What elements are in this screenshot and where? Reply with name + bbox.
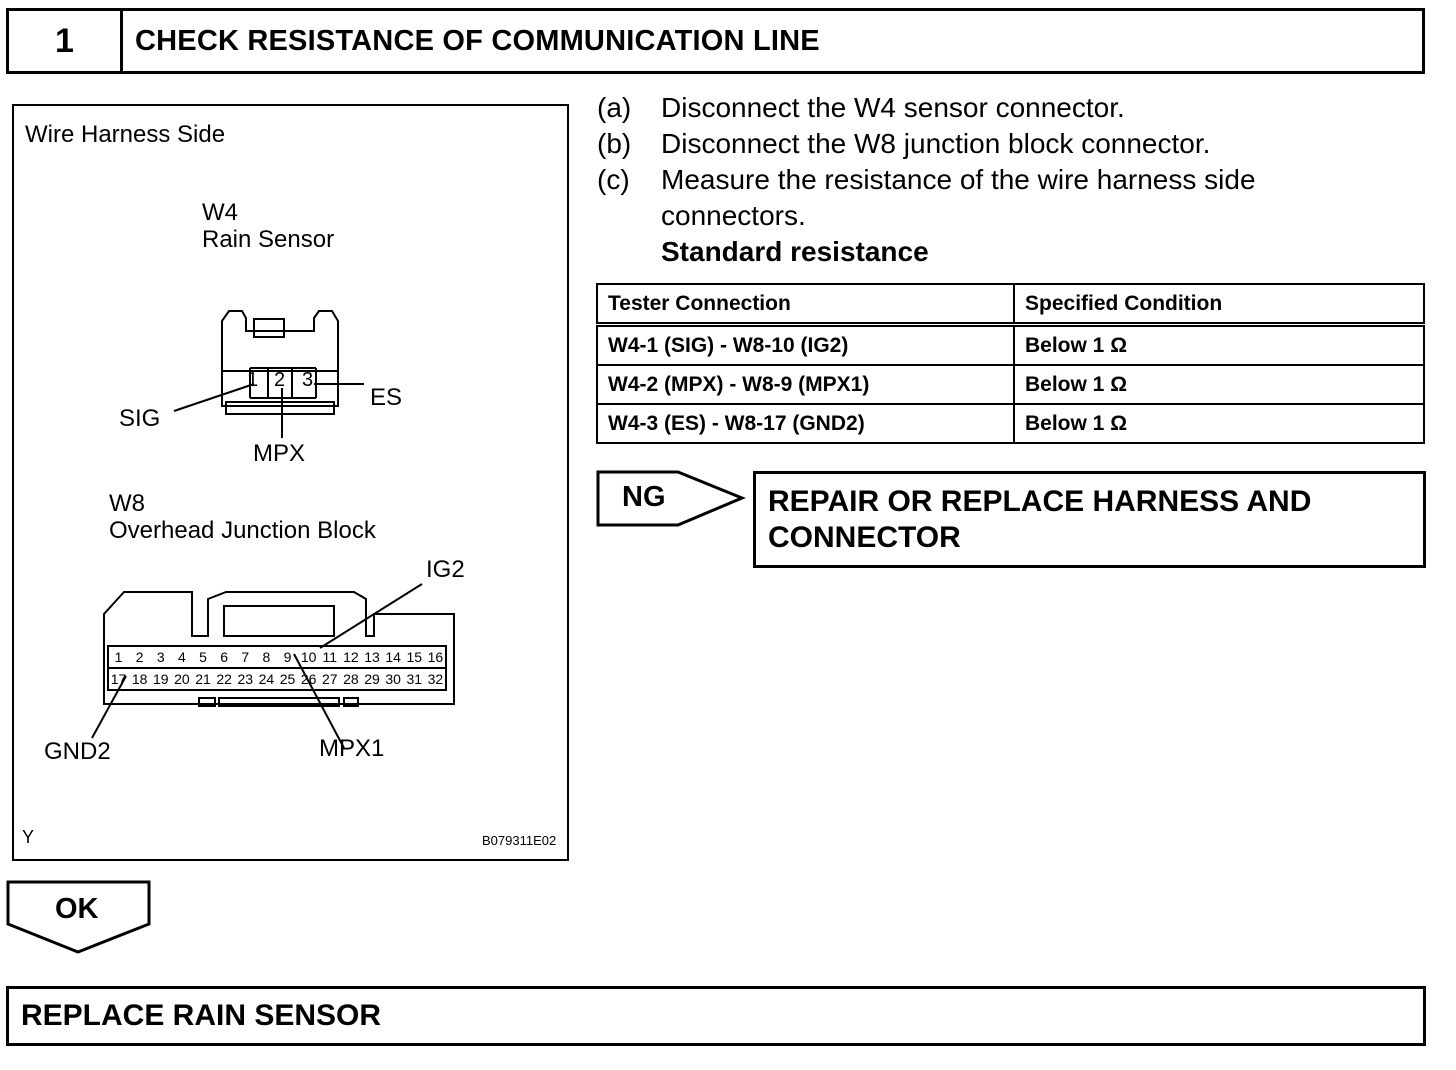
- w8-pin: 4: [178, 649, 186, 665]
- ng-arrow-icon: [596, 470, 746, 527]
- w8-pin: 2: [135, 649, 144, 665]
- ng-result-box: REPAIR OR REPLACE HARNESS AND CONNECTOR: [753, 471, 1426, 568]
- table-header-row: Tester Connection Specified Condition: [596, 283, 1425, 327]
- instruction-letter: (b): [597, 128, 632, 159]
- ok-label: OK: [55, 893, 99, 925]
- w8-pin: 21: [195, 671, 211, 687]
- w8-pin: 10: [300, 649, 317, 665]
- figure-heading: Wire Harness Side: [25, 121, 226, 148]
- resistance-table: Tester Connection Specified Condition W4…: [596, 283, 1425, 444]
- w8-pin: 31: [406, 671, 423, 687]
- mpx1-label: MPX1: [319, 735, 385, 762]
- w8-pin: 24: [258, 671, 275, 687]
- w8-pin: 25: [279, 671, 296, 687]
- sig-label: SIG: [119, 405, 161, 432]
- connector-illustration: Wire Harness Side W4 Rain Sensor 1 2 3 S…: [12, 104, 569, 861]
- w4-connector-drawing: [173, 310, 364, 438]
- step-header: 1 CHECK RESISTANCE OF COMMUNICATION LINE: [6, 8, 1425, 74]
- w8-pin: 26: [300, 671, 317, 687]
- instruction-item: (b) Disconnect the W8 junction block con…: [597, 126, 1417, 162]
- step-number: 1: [9, 11, 123, 71]
- corner-mark: Y: [22, 827, 35, 847]
- w8-pin: 6: [220, 649, 229, 665]
- table-cell: Below 1 Ω: [1013, 364, 1425, 405]
- figure-id: B079311E02: [482, 833, 557, 848]
- w8-pin-row-bottom: 17 18 19 20 21 22 23 24 25 26 27 28 29 3…: [108, 668, 446, 690]
- table-cell: W4-1 (SIG) - W8-10 (IG2): [596, 323, 1015, 366]
- w8-pin: 19: [153, 671, 169, 687]
- w8-pin: 27: [322, 671, 338, 687]
- instruction-text: Disconnect the W8 junction block connect…: [661, 128, 1211, 159]
- w8-pin: 22: [216, 671, 232, 687]
- instruction-text: Measure the resistance of the wire harne…: [661, 164, 1256, 231]
- w8-pin: 30: [385, 671, 401, 687]
- step-title: CHECK RESISTANCE OF COMMUNICATION LINE: [135, 24, 820, 57]
- w8-pin: 11: [322, 649, 338, 665]
- table-row: W4-3 (ES) - W8-17 (GND2) Below 1 Ω: [596, 403, 1425, 444]
- w8-pin: 12: [343, 649, 359, 665]
- instruction-text: Disconnect the W4 sensor connector.: [661, 92, 1125, 123]
- w8-pin-row-top: 1 2 3 4 5 6 7 8 9 10 11 12 13 14 15 16: [108, 646, 446, 668]
- w8-pin: 20: [174, 671, 190, 687]
- w8-pin: 8: [262, 649, 271, 665]
- instruction-item: (c) Measure the resistance of the wire h…: [597, 162, 1417, 234]
- w8-pin: 13: [364, 649, 380, 665]
- w8-pin: 1: [114, 649, 123, 665]
- w8-pin: 7: [241, 649, 250, 665]
- table-row: W4-1 (SIG) - W8-10 (IG2) Below 1 Ω: [596, 323, 1425, 366]
- ng-label: NG: [622, 481, 666, 513]
- w8-pin: 17: [110, 671, 127, 687]
- table-header: Tester Connection: [596, 283, 1015, 327]
- w8-name: Overhead Junction Block: [109, 517, 376, 544]
- instruction-list: (a) Disconnect the W4 sensor connector. …: [597, 90, 1417, 270]
- w8-pin: 9: [283, 649, 292, 665]
- instruction-item: (a) Disconnect the W4 sensor connector.: [597, 90, 1417, 126]
- w4-name: Rain Sensor: [202, 226, 335, 253]
- w8-pin: 18: [131, 671, 148, 687]
- w8-pin: 15: [406, 649, 423, 665]
- instruction-letter: (c): [597, 164, 630, 195]
- w8-pin: 14: [385, 649, 401, 665]
- ig2-label: IG2: [426, 556, 465, 583]
- w4-code: W4: [202, 199, 238, 226]
- standard-title: Standard resistance: [661, 236, 929, 267]
- table-cell: W4-3 (ES) - W8-17 (GND2): [596, 403, 1015, 444]
- instruction-letter: (a): [597, 92, 632, 123]
- w8-pin: 5: [199, 649, 207, 665]
- w4-pin-3: 3: [302, 369, 314, 391]
- w8-pin: 3: [156, 649, 165, 665]
- w8-pin: 29: [364, 671, 380, 687]
- w8-pin: 32: [427, 671, 444, 687]
- gnd2-label: GND2: [44, 738, 111, 765]
- table-cell: W4-2 (MPX) - W8-9 (MPX1): [596, 364, 1015, 405]
- w8-connector-drawing: [91, 583, 455, 749]
- ok-result-box: REPLACE RAIN SENSOR: [6, 986, 1426, 1046]
- w4-pin-2: 2: [274, 369, 286, 391]
- table-cell: Below 1 Ω: [1013, 323, 1425, 366]
- table-header: Specified Condition: [1013, 283, 1425, 327]
- w8-pin: 28: [343, 671, 359, 687]
- table-cell: Below 1 Ω: [1013, 403, 1425, 444]
- es-label: ES: [370, 384, 403, 411]
- ok-arrow-icon: [6, 880, 151, 954]
- table-row: W4-2 (MPX) - W8-9 (MPX1) Below 1 Ω: [596, 364, 1425, 405]
- w8-code: W8: [109, 490, 145, 517]
- w8-pin: 16: [427, 649, 444, 665]
- w4-pin-1: 1: [247, 369, 259, 391]
- mpx-label: MPX: [253, 440, 306, 467]
- w8-pin: 23: [237, 671, 254, 687]
